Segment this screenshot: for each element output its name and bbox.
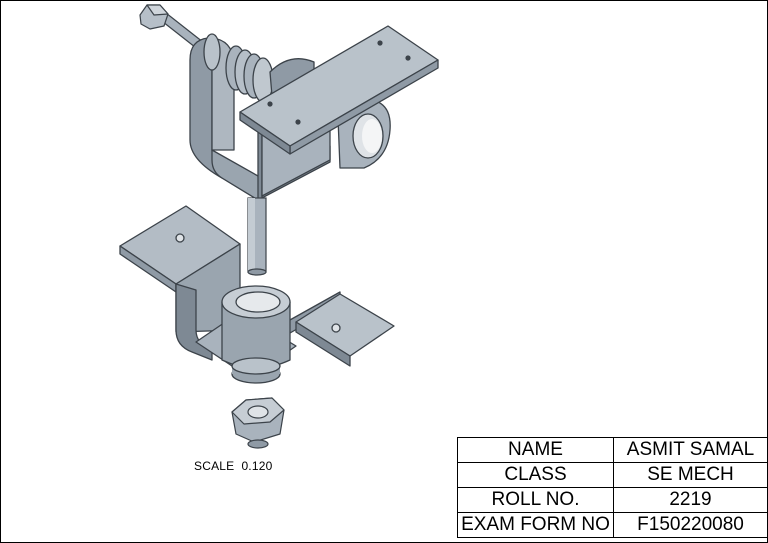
title-row-class: CLASS SE MECH (457, 462, 768, 488)
field-value: ASMIT SAMAL (613, 437, 768, 463)
plate-hole (377, 40, 383, 46)
field-value: 2219 (613, 487, 768, 513)
upper-bracket (189, 25, 439, 201)
title-row-exam-form-no: EXAM FORM NO F150220080 (457, 512, 768, 538)
title-row-roll-no: ROLL NO. 2219 (457, 487, 768, 513)
washer (203, 33, 221, 71)
field-label: EXAM FORM NO (457, 512, 614, 538)
field-label: NAME (457, 437, 614, 463)
title-block: NAME ASMIT SAMAL CLASS SE MECH ROLL NO. … (457, 437, 768, 538)
field-value: F150220080 (613, 512, 768, 538)
pin (247, 197, 267, 276)
scale-value: 0.120 (241, 459, 273, 473)
scale-annotation: SCALE 0.120 (194, 459, 272, 473)
field-value: SE MECH (613, 462, 768, 488)
lower-right-flange (295, 293, 395, 357)
hex-nut (231, 397, 285, 449)
scale-label: SCALE (194, 459, 235, 473)
field-label: CLASS (457, 462, 614, 488)
title-row-name: NAME ASMIT SAMAL (457, 437, 768, 463)
field-label: ROLL NO. (457, 487, 614, 513)
lower-bracket (119, 205, 395, 384)
bushing-bore (235, 291, 281, 313)
